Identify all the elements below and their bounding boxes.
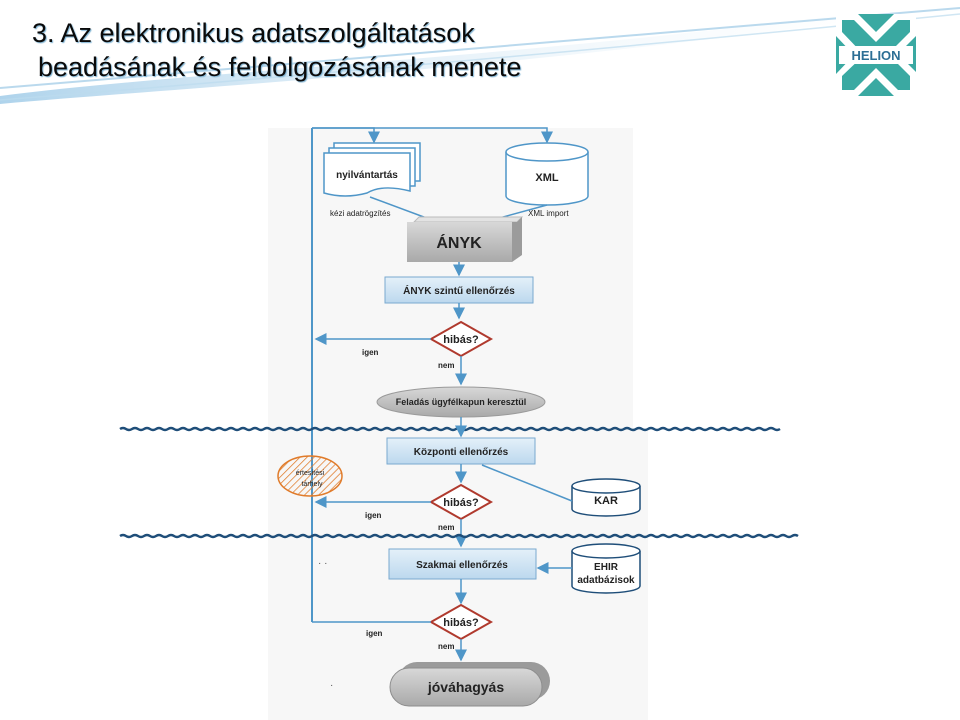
nyilvantartas-label: nyilvántartás — [336, 170, 398, 181]
feladas-label: Feladás ügyfélkapun keresztül — [396, 397, 527, 407]
wavy-divider-2 — [119, 533, 799, 539]
dots-1: · · — [318, 558, 327, 569]
slide-title: 3. Az elektronikus adatszolgáltatások be… — [32, 16, 832, 84]
title-line-1: 3. Az elektronikus adatszolgáltatások — [32, 18, 475, 48]
ertesitesi-line2: tárhely — [301, 481, 323, 488]
xml-database: XML — [505, 142, 589, 206]
nyilvantartas-documents: nyilvántartás — [323, 142, 421, 197]
ehir-line1: EHIR — [594, 562, 619, 573]
kar-label: KAR — [594, 495, 618, 507]
decision-1-yes-label: igen — [362, 348, 379, 357]
kezi-adatrogzites-label: kézi adatrögzítés — [330, 209, 390, 218]
arrow-to-xml — [312, 127, 553, 144]
decision-3-no-label: nem — [438, 642, 454, 651]
xml-import-label: XML import — [528, 209, 569, 218]
szakmai-label: Szakmai ellenőrzés — [416, 560, 508, 571]
anyk-box: ÁNYK — [407, 216, 524, 262]
decision-1-no-label: nem — [438, 361, 454, 370]
logo-text: HELION — [851, 48, 900, 63]
anyk-label: ÁNYK — [436, 233, 482, 252]
ehir-line2: adatbázisok — [577, 575, 635, 586]
ehir-database: EHIR adatbázisok — [571, 543, 641, 594]
decision-2-label: hibás? — [443, 497, 479, 509]
ertesitesi-line1: értesítési — [296, 470, 325, 477]
xml-label: XML — [535, 172, 559, 184]
jovahagyas-label: jóváhagyás — [427, 679, 504, 695]
decision-3-label: hibás? — [443, 617, 479, 629]
anyk-check-label: ÁNYK szintű ellenőrzés — [403, 284, 515, 297]
decision-2-no-label: nem — [438, 523, 454, 532]
helion-logo: HELION — [836, 14, 916, 96]
kar-database: KAR — [571, 478, 641, 517]
ertesitesi-tarhely: értesítési tárhely — [277, 455, 343, 497]
header-swoosh — [0, 0, 960, 104]
decision-2-yes-label: igen — [365, 511, 382, 520]
szakmai-box — [388, 548, 537, 580]
dots-2: · — [330, 680, 333, 691]
title-line-2: beadásának és feldolgozásának menete — [38, 52, 522, 82]
decision-3-yes-label: igen — [366, 629, 383, 638]
decision-1-label: hibás? — [443, 334, 479, 346]
line-kar-to-kozponti — [481, 464, 573, 502]
jovahagyas-shape: jóváhagyás — [389, 662, 550, 707]
kozponti-label: Központi ellenőrzés — [414, 447, 509, 458]
wavy-divider-1 — [119, 426, 781, 432]
